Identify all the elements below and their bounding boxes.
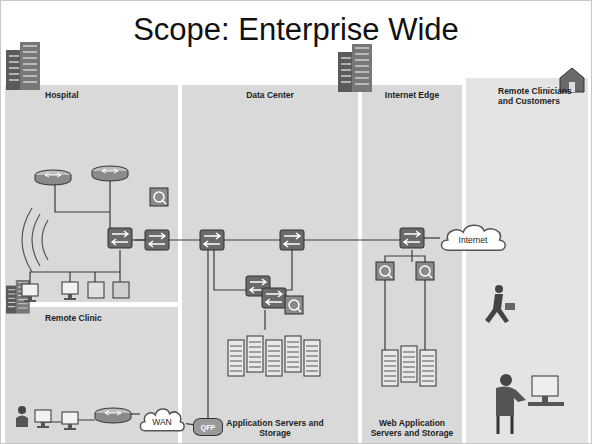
- zone-ground: [362, 85, 462, 444]
- zone-heading: Remote Clinic: [45, 313, 165, 323]
- zone-ground: [5, 85, 178, 302]
- cloud-label: WAN: [138, 406, 186, 434]
- zone-ground: [182, 85, 358, 444]
- slide-title: Scope: Enterprise Wide: [0, 12, 592, 48]
- router-box: QFP: [193, 418, 223, 436]
- cloud-label: Internet: [438, 222, 508, 254]
- zone-caption: Application Servers and Storage: [217, 418, 333, 438]
- router-label: QFP: [194, 419, 222, 435]
- network-cloud: Internet: [438, 222, 508, 254]
- zone-heading: Hospital: [45, 90, 165, 100]
- zone-ground: [466, 78, 588, 444]
- zone-heading: Data Center: [182, 90, 358, 100]
- zone-band: Remote Clinicians and Customers: [466, 78, 588, 444]
- network-cloud: WAN: [138, 406, 186, 434]
- zone-caption: Web Application Servers and Storage: [368, 418, 456, 438]
- zone-band: Internet EdgeWeb Application Servers and…: [362, 85, 462, 444]
- wan-link: [186, 424, 193, 425]
- zone-heading: Remote Clinicians and Customers: [498, 86, 578, 106]
- zone-band: Data CenterApplication Servers and Stora…: [182, 85, 358, 444]
- zone-band: Hospital: [5, 85, 178, 302]
- zone-heading: Internet Edge: [362, 90, 462, 100]
